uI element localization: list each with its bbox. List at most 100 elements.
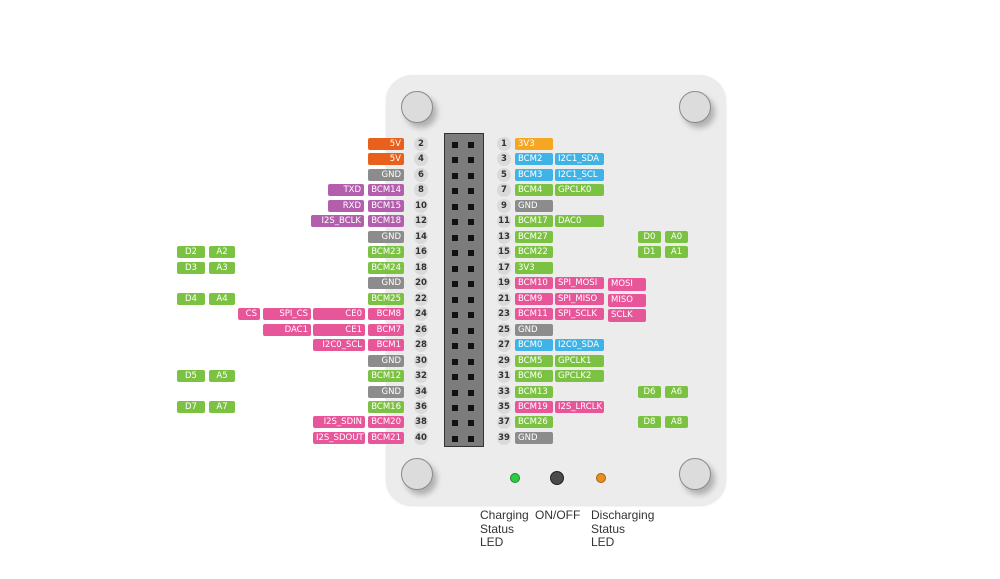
pin-label-digital: D0 xyxy=(638,230,661,243)
pin-number: 22 xyxy=(414,291,428,306)
header-pin xyxy=(468,203,474,210)
header-pin xyxy=(452,281,458,288)
pin-number: 34 xyxy=(414,384,428,399)
pin-number: 31 xyxy=(497,369,511,384)
pin-label: BCM0 xyxy=(515,339,553,352)
pin-label: MISO xyxy=(608,293,646,307)
pin-number: 29 xyxy=(497,353,511,368)
pin-label: GPCLK1 xyxy=(555,354,604,367)
pin-number: 5 xyxy=(497,167,511,182)
pin-number: 4 xyxy=(414,152,428,167)
pin-number: 23 xyxy=(497,307,511,322)
header-pin xyxy=(452,343,458,350)
discharging-caption: Discharging Status LED xyxy=(591,508,655,549)
header-pin xyxy=(468,435,474,442)
pin-label: BCM6 xyxy=(515,370,553,383)
header-pin xyxy=(452,327,458,334)
pin-label: BCM15 xyxy=(368,199,404,212)
pin-label: I2C1_SDA xyxy=(555,153,604,166)
header-pin xyxy=(452,374,458,381)
pin-label: BCM18 xyxy=(368,215,404,228)
header-pin xyxy=(452,358,458,365)
pin-label: I2C0_SDA xyxy=(555,339,604,352)
pin-number: 6 xyxy=(414,167,428,182)
pin-label: DAC0 xyxy=(555,215,604,228)
pin-label: SPI_SCLK xyxy=(555,308,604,321)
pin-label: 5V xyxy=(368,153,404,166)
pin-label: TXD xyxy=(328,184,364,197)
pin-number: 18 xyxy=(414,260,428,275)
header-pin xyxy=(452,265,458,272)
pin-number: 8 xyxy=(414,183,428,198)
pin-number: 10 xyxy=(414,198,428,213)
header-pin xyxy=(468,327,474,334)
gpio-header xyxy=(444,133,484,447)
pin-label: GND xyxy=(368,354,404,367)
pin-label: GND xyxy=(515,431,553,444)
pin-label: SPI_MOSI xyxy=(555,277,604,290)
pin-number: 36 xyxy=(414,399,428,414)
pin-number: 39 xyxy=(497,430,511,445)
pin-number: 35 xyxy=(497,399,511,414)
header-pin xyxy=(452,219,458,226)
charging-led-icon xyxy=(510,473,520,483)
pin-label: DAC1 xyxy=(263,323,311,336)
pin-label: GND xyxy=(368,230,404,243)
pin-number: 33 xyxy=(497,384,511,399)
pin-label: BCM7 xyxy=(368,323,404,336)
header-pin xyxy=(452,250,458,257)
pin-number: 1 xyxy=(497,137,511,151)
pin-label: BCM3 xyxy=(515,168,553,181)
pin-label: BCM8 xyxy=(368,308,404,321)
header-pin xyxy=(452,142,458,148)
pin-number: 26 xyxy=(414,322,428,337)
header-pin xyxy=(452,157,458,164)
header-pin xyxy=(468,188,474,195)
pin-label: GND xyxy=(368,277,404,290)
pin-label: 3V3 xyxy=(515,138,553,150)
header-pin xyxy=(452,420,458,427)
pin-number: 38 xyxy=(414,415,428,430)
header-pin xyxy=(452,234,458,241)
header-pin xyxy=(468,265,474,272)
pin-label-digital: D8 xyxy=(638,416,661,429)
pin-label: BCM27 xyxy=(515,230,553,243)
pin-label-analog: A0 xyxy=(665,230,688,243)
pin-label: BCM24 xyxy=(368,261,404,274)
pin-label-analog: A8 xyxy=(665,416,688,429)
pin-number: 13 xyxy=(497,229,511,244)
pin-number: 21 xyxy=(497,291,511,306)
screw-bottom-right xyxy=(679,458,711,490)
pin-label: BCM22 xyxy=(515,246,553,259)
pin-number: 3 xyxy=(497,152,511,167)
pin-label: GND xyxy=(368,385,404,398)
pin-label-digital: D6 xyxy=(638,385,661,398)
header-pin xyxy=(452,312,458,319)
pin-number: 24 xyxy=(414,307,428,322)
pin-label: GND xyxy=(515,199,553,212)
pin-number: 27 xyxy=(497,338,511,353)
pin-label: SPI_CS xyxy=(263,308,311,321)
pin-label: 5V xyxy=(368,138,404,150)
pin-number: 17 xyxy=(497,260,511,275)
on-off-button[interactable] xyxy=(550,471,564,485)
pin-label-digital: D4 xyxy=(177,292,205,305)
header-pin xyxy=(468,404,474,411)
pin-label-analog: A6 xyxy=(665,385,688,398)
pin-label: I2S_BCLK xyxy=(311,215,364,228)
pin-label: CS xyxy=(238,308,260,321)
pin-label: BCM26 xyxy=(515,416,553,429)
pin-label: BCM10 xyxy=(515,277,553,290)
pin-label: RXD xyxy=(328,199,364,212)
pin-label: CE0 xyxy=(313,308,365,321)
pin-number: 12 xyxy=(414,214,428,229)
screw-bottom-left xyxy=(401,458,433,490)
pin-label: BCM1 xyxy=(368,339,404,352)
charging-caption: Charging Status LED xyxy=(480,508,529,549)
pin-label: 3V3 xyxy=(515,261,553,274)
header-pin xyxy=(468,172,474,179)
header-pin xyxy=(468,234,474,241)
pin-number: 20 xyxy=(414,276,428,291)
pin-number: 25 xyxy=(497,322,511,337)
pin-label: GND xyxy=(368,168,404,181)
